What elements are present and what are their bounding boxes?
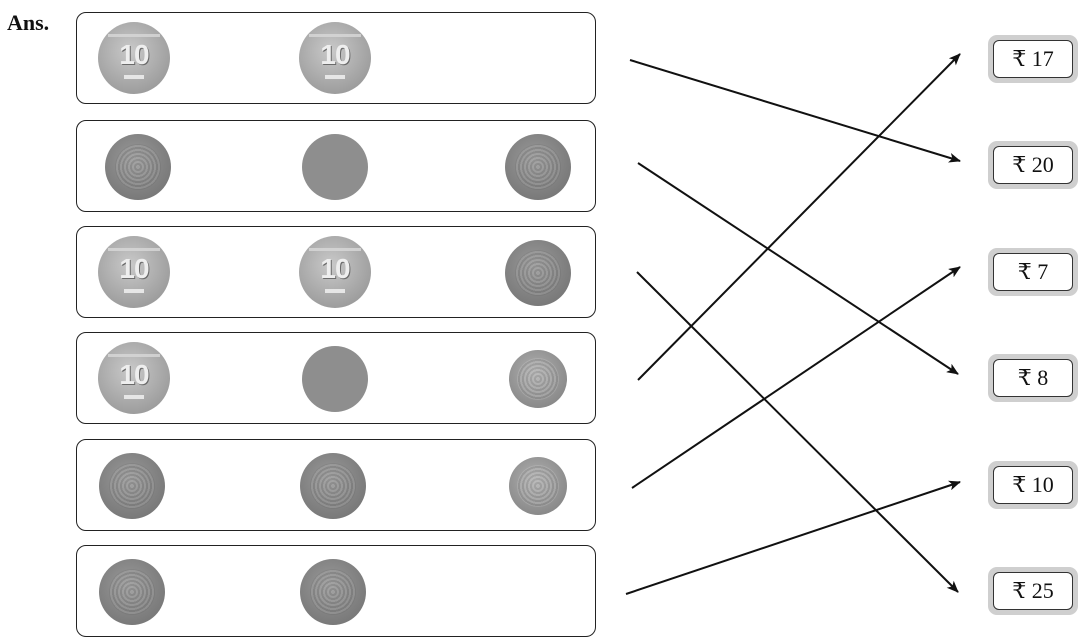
amount-label: ₹ 25 (993, 572, 1073, 610)
ten-rupee-coin-icon: 10 (98, 236, 170, 308)
amount-box-20: ₹ 20 (988, 141, 1078, 189)
match-line-row1-to-20 (629, 59, 961, 163)
one-rupee-coin-icon (302, 134, 368, 200)
ten-rupee-coin-icon: 10 (98, 22, 170, 94)
coin-row-5 (76, 439, 596, 531)
amount-box-7: ₹ 7 (988, 248, 1078, 296)
amount-box-10: ₹ 10 (988, 461, 1078, 509)
match-line-row6-to-10 (625, 480, 961, 595)
amount-box-17: ₹ 17 (988, 35, 1078, 83)
ten-rupee-coin-icon: 10 (299, 236, 371, 308)
five-rupee-coin-icon (105, 134, 171, 200)
match-line-row5-to-7 (631, 266, 961, 489)
ten-rupee-coin-icon: 10 (98, 342, 170, 414)
amount-label: ₹ 10 (993, 466, 1073, 504)
five-rupee-coin-icon (99, 559, 165, 625)
match-line-row4-to-17 (637, 53, 961, 381)
five-rupee-coin-icon (99, 453, 165, 519)
amount-label: ₹ 20 (993, 146, 1073, 184)
coin-row-2 (76, 120, 596, 212)
one-rupee-coin-icon (302, 346, 368, 412)
five-rupee-coin-icon (505, 134, 571, 200)
two-rupee-coin-icon (509, 350, 567, 408)
coin-row-4: 10 (76, 332, 596, 424)
five-rupee-coin-icon (300, 559, 366, 625)
match-line-row3-to-25 (636, 271, 959, 593)
coin-row-1: 10 10 (76, 12, 596, 104)
two-rupee-coin-icon (509, 457, 567, 515)
amount-label: ₹ 8 (993, 359, 1073, 397)
ten-rupee-coin-icon: 10 (299, 22, 371, 94)
amount-label: ₹ 7 (993, 253, 1073, 291)
match-line-row2-to-8 (637, 162, 959, 375)
amount-label: ₹ 17 (993, 40, 1073, 78)
amount-box-25: ₹ 25 (988, 567, 1078, 615)
amount-box-8: ₹ 8 (988, 354, 1078, 402)
five-rupee-coin-icon (505, 240, 571, 306)
coin-row-3: 10 10 (76, 226, 596, 318)
five-rupee-coin-icon (300, 453, 366, 519)
answer-label: Ans. (7, 10, 50, 35)
